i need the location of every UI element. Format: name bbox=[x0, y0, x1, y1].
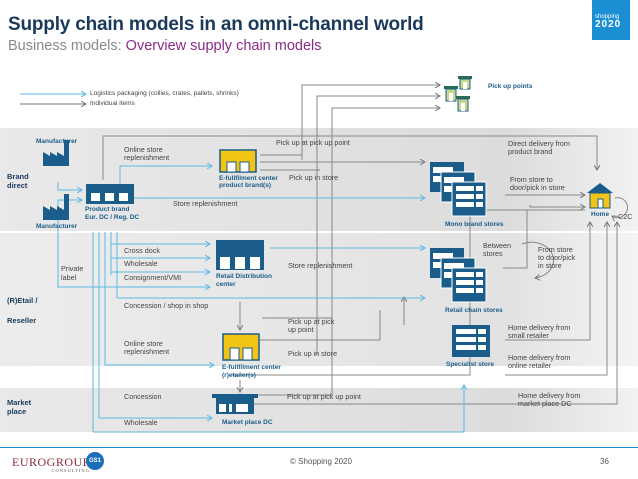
label-specialist: Specialist store bbox=[446, 361, 495, 368]
factory-icon-top bbox=[43, 140, 69, 166]
home-icon bbox=[587, 183, 613, 209]
factory-icon-bottom bbox=[43, 194, 69, 220]
flow-online-store-repl-2: replenishment bbox=[124, 153, 170, 162]
label-mono-brand: Mono brand stores bbox=[445, 221, 504, 228]
band-brand-direct bbox=[0, 128, 638, 231]
flow-from-store-b3: in store bbox=[538, 261, 562, 270]
logo-bottom-text: 2020 bbox=[595, 19, 622, 30]
label-efc-retailer: E-fullfilment center bbox=[222, 364, 281, 371]
flow-direct-delivery-2: product brand bbox=[508, 147, 553, 156]
flow-consignment: Consignment/VMI bbox=[124, 273, 182, 282]
store-icon-specialist bbox=[452, 325, 490, 357]
flow-home-online: Home delivery from bbox=[508, 353, 571, 362]
store-icon-mono bbox=[430, 162, 487, 217]
store-icon-retail-chain bbox=[430, 248, 487, 303]
subtitle-highlight: Overview supply chain models bbox=[125, 38, 322, 54]
footer-divider bbox=[0, 447, 638, 448]
flow-pickup-mp: Pick up at pick up point bbox=[287, 392, 361, 401]
flow-pickup-at-pickup-point: Pick up at pick up point bbox=[276, 138, 350, 147]
pickup-lines bbox=[301, 85, 440, 395]
flow-private-label: Private bbox=[61, 264, 84, 273]
logo-top-text: shopping bbox=[595, 14, 620, 20]
flow-concession-shop: Concession / shop in shop bbox=[124, 301, 209, 310]
flow-online-store-repl-r: Online store bbox=[124, 339, 163, 348]
label-product-brand: Product brand bbox=[85, 206, 130, 213]
flow-from-store-b2: to door/pick bbox=[538, 253, 576, 262]
flow-home-online-2: online retailer bbox=[508, 361, 552, 370]
page-subtitle: Business models: Overview supply chain m… bbox=[8, 38, 322, 54]
label-manufacturer-bottom: Manufacturer bbox=[36, 223, 78, 230]
flow-between-stores-2: stores bbox=[483, 249, 503, 258]
flow-home-small-2: small retailer bbox=[508, 331, 549, 340]
warehouse-icon-retail-dc bbox=[216, 240, 264, 270]
efulfilment-icon-brand bbox=[219, 149, 257, 173]
subtitle-prefix: Business models: bbox=[8, 38, 126, 54]
flow-pickup-in-store: Pick up in store bbox=[289, 173, 339, 182]
band-retail bbox=[0, 233, 638, 366]
page-title: Supply chain models in an omni-channel w… bbox=[8, 14, 424, 35]
company-sub: CONSULTING bbox=[51, 468, 90, 473]
flow-wholesale-mp: Wholesale bbox=[124, 418, 158, 427]
flow-direct-delivery: Direct delivery from bbox=[508, 139, 570, 148]
label-retail-chain: Retail chain stores bbox=[445, 307, 503, 314]
flow-from-store: From store to bbox=[510, 175, 553, 184]
flow-store-replenishment: Store replenishment bbox=[173, 199, 238, 208]
label-home: Home bbox=[591, 211, 610, 218]
direct-delivery-line bbox=[102, 135, 597, 180]
pickup-points-icon bbox=[444, 76, 472, 112]
flow-online-store-repl-r2: replenishment bbox=[124, 347, 170, 356]
category-market-place: Market place bbox=[7, 398, 32, 417]
flow-wholesale: Wholesale bbox=[124, 259, 158, 268]
label-efc-brand: E-fullfilment center bbox=[219, 175, 278, 182]
label-manufacturer-top: Manufacturer bbox=[36, 138, 78, 145]
flow-home-mp-2: market place DC bbox=[518, 399, 572, 408]
label-product-brand-dc: Eur. DC / Reg. DC bbox=[85, 214, 140, 221]
flow-pickup-in-store-r: Pick up in store bbox=[288, 349, 338, 358]
label-efc-retailer-2: (r)etailer(s) bbox=[222, 372, 256, 379]
flow-c2c: C2C bbox=[618, 212, 633, 221]
category-reseller: Reseller bbox=[7, 316, 37, 325]
flow-home-small: Home delivery from bbox=[508, 323, 571, 332]
flow-home-mp: Home delivery from bbox=[518, 391, 581, 400]
label-efc-brand-2: product brand(s) bbox=[219, 182, 271, 189]
efulfilment-icon-retailer bbox=[222, 333, 260, 361]
label-pickup-points: Pick up points bbox=[488, 83, 533, 90]
company-name: EUROGROUP bbox=[12, 455, 90, 469]
label-retail-dc: Retail Distribution bbox=[216, 273, 272, 280]
flow-online-store-repl: Online store bbox=[124, 145, 163, 154]
flow-private-label-2: label bbox=[61, 273, 77, 282]
category-brand-direct: Brand direct bbox=[7, 172, 29, 191]
page-number: 36 bbox=[600, 457, 609, 466]
flow-between-stores: Between bbox=[483, 241, 511, 250]
category-retail: (R)Etail / bbox=[7, 296, 38, 305]
flow-pickup-at-pick-2: up point bbox=[288, 325, 314, 334]
legend-individual: Individual items bbox=[90, 100, 135, 107]
flow-from-store-2: door/pick in store bbox=[510, 183, 565, 192]
flow-store-repl-retail: Store replenishment bbox=[288, 261, 353, 270]
warehouse-icon-product-brand bbox=[86, 184, 134, 204]
flow-pickup-at-pick: Pick up at pick bbox=[288, 317, 335, 326]
warehouse-icon-marketplace bbox=[212, 394, 258, 414]
label-retail-dc-2: center bbox=[216, 281, 236, 288]
gs1-logo: GS1 bbox=[86, 452, 104, 470]
legend-logistics: Logistics packaging (collies, crates, pa… bbox=[90, 90, 239, 97]
label-marketplace-dc: Market place DC bbox=[222, 419, 273, 426]
flow-from-store-b: From store bbox=[538, 245, 573, 254]
flow-cross-dock: Cross dock bbox=[124, 246, 160, 255]
flow-concession: Concession bbox=[124, 392, 162, 401]
copyright: © Shopping 2020 bbox=[290, 457, 352, 466]
